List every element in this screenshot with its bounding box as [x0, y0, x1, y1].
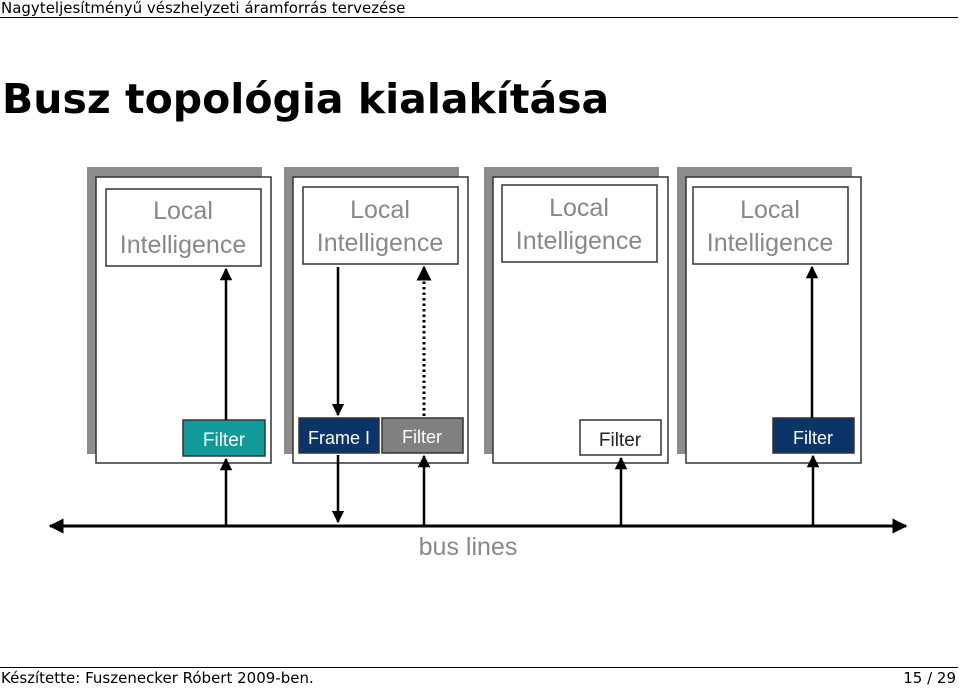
node-2-frame-label: Frame I — [308, 428, 370, 448]
node-1-intelligence-box — [105, 188, 262, 267]
node-1-filter — [182, 419, 266, 457]
node-2: Local Intelligence Frame I Filter — [284, 167, 469, 464]
node-3-intelligence-line2: Intelligence — [516, 227, 642, 255]
node-3-intelligence-box — [501, 184, 658, 263]
node-2-intelligence-line2: Intelligence — [317, 229, 443, 257]
footer-author: Készítette: Fuszenecker Róbert 2009-ben. — [1, 669, 314, 687]
node-4: Local Intelligence Filter — [677, 167, 862, 464]
node-4-filter — [772, 417, 855, 454]
header-rule — [0, 17, 958, 18]
node-2-filter-label: Filter — [402, 427, 442, 447]
header-title: Nagyteljesítményű vészhelyzeti áramforrá… — [1, 0, 406, 17]
node-4-intelligence-line1: Local — [740, 196, 800, 224]
node-2-intelligence-line1: Local — [350, 196, 410, 224]
node-3-intelligence-line1: Local — [549, 194, 609, 222]
node-2-frame-buffer — [298, 417, 380, 454]
node-1-intelligence-line2: Intelligence — [120, 231, 246, 259]
slide-title: Busz topológia kialakítása — [2, 75, 610, 123]
node-2-filter — [381, 417, 464, 454]
node-3-filter-label: Filter — [599, 430, 642, 451]
page-number: 15 / 29 — [903, 669, 956, 687]
node-1: Local Intelligence Filter — [87, 167, 272, 464]
node-3: Local Intelligence Filter — [484, 167, 669, 464]
bus-lines-label: bus lines — [419, 533, 518, 561]
footer-rule — [0, 667, 958, 668]
node-4-filter-label: Filter — [793, 428, 833, 448]
node-2-intelligence-box — [302, 186, 459, 265]
node-3-filter — [579, 419, 662, 456]
bus-topology-diagram: Local Intelligence Filter Local Intellig… — [48, 167, 908, 561]
node-4-intelligence-line2: Intelligence — [707, 229, 833, 257]
node-4-intelligence-box — [692, 186, 849, 265]
node-1-filter-label: Filter — [203, 430, 246, 451]
node-1-intelligence-line1: Local — [153, 197, 213, 225]
